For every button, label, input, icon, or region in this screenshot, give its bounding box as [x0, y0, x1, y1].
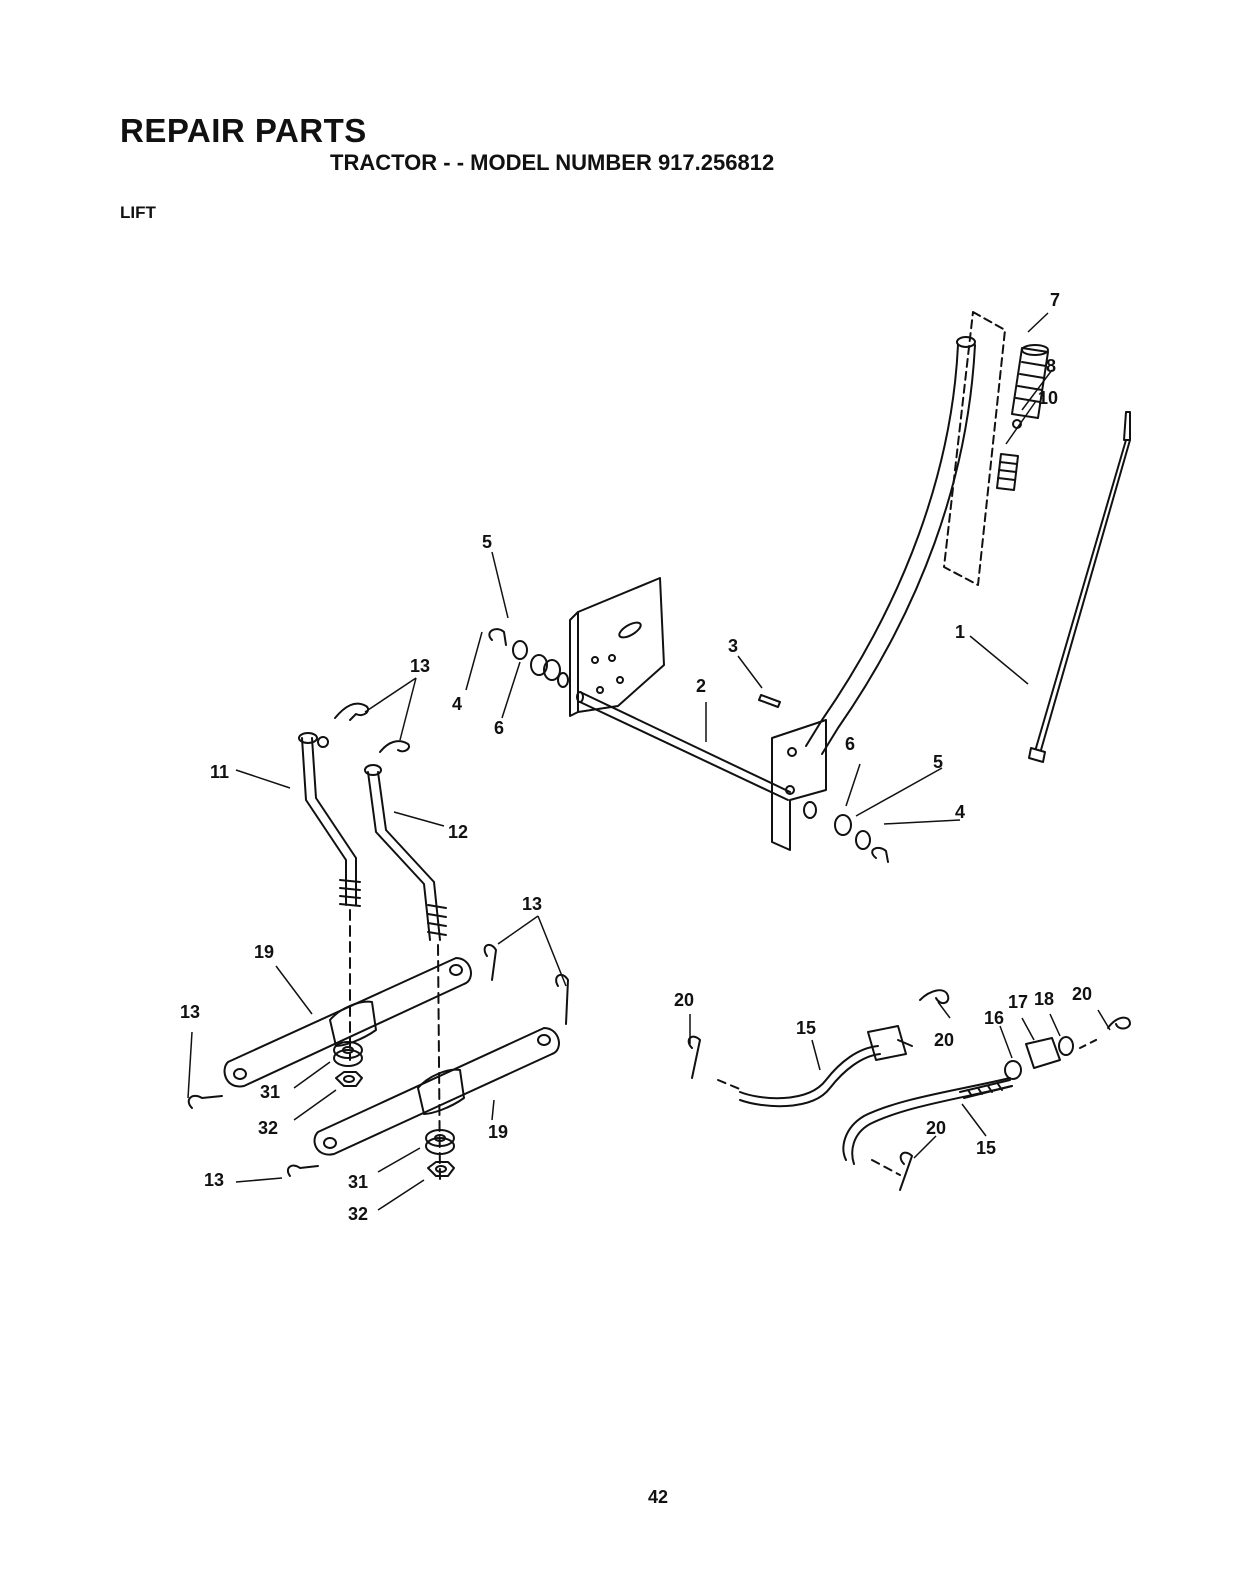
hairpin-right — [871, 847, 889, 863]
callout-6-left: 6 — [494, 718, 504, 738]
page-title: REPAIR PARTS — [120, 112, 367, 149]
callout-12: 12 — [448, 822, 468, 842]
lift-rod — [1028, 411, 1131, 763]
callout-13-mid: 13 — [522, 894, 542, 914]
callout-31-lower: 31 — [348, 1172, 368, 1192]
ferrule-upper — [333, 1041, 363, 1067]
callout-20-lower: 20 — [926, 1118, 946, 1138]
callout-19-lower: 19 — [488, 1122, 508, 1142]
callout-32-lower: 32 — [348, 1204, 368, 1224]
bushing-18 — [1058, 1036, 1074, 1056]
washer-16 — [1004, 1060, 1022, 1080]
callout-5-left: 5 — [482, 532, 492, 552]
hairpin-13-e — [187, 1094, 223, 1109]
callout-15-lower: 15 — [976, 1138, 996, 1158]
callout-16: 16 — [984, 1008, 1004, 1028]
callout-10: 10 — [1038, 388, 1058, 408]
bushing-left — [530, 654, 561, 681]
handle-bracket — [771, 719, 827, 851]
hairpin-20-d — [899, 1151, 913, 1191]
callout-4-right: 4 — [955, 802, 965, 822]
hairpin-left — [488, 628, 507, 646]
lift-handle — [805, 336, 976, 755]
callout-32-upper: 32 — [258, 1118, 278, 1138]
callout-19-upper: 19 — [254, 942, 274, 962]
bushing-right — [803, 801, 817, 819]
callout-8: 8 — [1046, 356, 1056, 376]
hairpin-13-c — [483, 943, 497, 981]
hairpin-20-a — [687, 1035, 701, 1079]
lift-link-left — [298, 732, 361, 907]
nut-upper — [335, 1071, 363, 1087]
callout-6-right: 6 — [845, 734, 855, 754]
page-number: 42 — [648, 1487, 669, 1507]
callout-13-left: 13 — [180, 1002, 200, 1022]
lift-arm-upper — [223, 957, 472, 1088]
model-subtitle: TRACTOR - - MODEL NUMBER 917.256812 — [330, 150, 775, 175]
roll-pin — [758, 694, 781, 708]
lift-shaft — [576, 691, 791, 801]
callout-11: 11 — [210, 762, 229, 782]
callout-15-upper: 15 — [796, 1018, 816, 1038]
ferrule-lower — [425, 1129, 455, 1155]
hairpin-20-b — [919, 989, 950, 1004]
mounting-plate — [569, 577, 665, 717]
section-label: LIFT — [120, 203, 156, 222]
hairpin-13-a — [334, 702, 370, 721]
nut-lower — [427, 1161, 455, 1177]
callout-13-bottom: 13 — [204, 1170, 224, 1190]
trunnion-17 — [1025, 1037, 1061, 1069]
grip — [1011, 344, 1049, 419]
callout-20-right: 20 — [1072, 984, 1092, 1004]
callout-17: 17 — [1008, 992, 1028, 1012]
callout-4-left: 4 — [452, 694, 462, 714]
callout-20-left: 20 — [674, 990, 694, 1010]
deck-rod-lower — [842, 1077, 1013, 1165]
callout-2: 2 — [696, 676, 706, 696]
hairpin-13-d — [555, 973, 569, 1025]
callout-20-mid: 20 — [934, 1030, 954, 1050]
lift-arm-lower — [313, 1027, 560, 1156]
callout-1: 1 — [955, 622, 965, 642]
callout-13-top: 13 — [410, 656, 430, 676]
callout-18: 18 — [1034, 989, 1054, 1009]
deck-rod-upper — [739, 1025, 913, 1108]
hairpin-13-f — [286, 1164, 319, 1177]
hairpin-20-c — [1107, 1016, 1131, 1030]
spring — [996, 453, 1019, 491]
washer-left — [512, 640, 528, 660]
grip-detail-outline — [943, 311, 1006, 586]
callout-3: 3 — [728, 636, 738, 656]
callout-7: 7 — [1050, 290, 1060, 310]
hairpin-13-b — [379, 740, 410, 753]
callout-31-upper: 31 — [260, 1082, 280, 1102]
callout-5-right: 5 — [933, 752, 943, 772]
washer-right — [855, 830, 871, 850]
lift-link-right — [364, 764, 447, 941]
